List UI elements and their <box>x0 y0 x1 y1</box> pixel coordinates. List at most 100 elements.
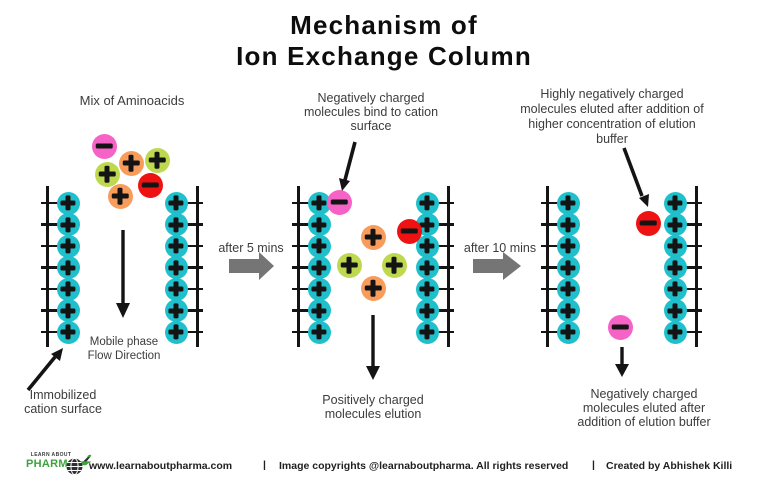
cation-bead <box>663 213 687 236</box>
page-title: Mechanism of Ion Exchange Column <box>0 10 768 72</box>
cation-bead <box>164 256 188 279</box>
resin-tick <box>675 223 702 226</box>
after-10-mins-arrow <box>473 252 521 280</box>
cation-bead <box>307 320 331 344</box>
resin-tick <box>41 201 68 205</box>
label-line: buffer <box>596 132 628 146</box>
label-after-5-mins: after 5 mins <box>218 241 284 255</box>
resin-tick <box>41 287 68 291</box>
label-mix-of-aminoacids: Mix of Aminoacids <box>79 93 185 108</box>
cation-bead <box>164 299 188 322</box>
cation-bead <box>415 234 439 258</box>
molecule-orange-plus <box>107 183 133 209</box>
resin-tick <box>541 330 568 334</box>
bind-label-arrowhead <box>339 178 350 191</box>
molecule-red-minus <box>635 210 661 236</box>
resin-tick <box>675 309 702 312</box>
cation-bead <box>556 213 580 236</box>
resin-tick <box>176 244 203 248</box>
cation-bead <box>164 277 188 301</box>
cation-bead <box>56 256 80 279</box>
resin-tick <box>176 201 203 205</box>
cation-bead <box>556 320 580 344</box>
molecule-pink-minus <box>607 314 633 340</box>
resin-tick <box>541 244 568 248</box>
molecule-green-plus <box>94 161 120 187</box>
resin-tick <box>292 287 319 291</box>
resin-tick <box>41 244 68 248</box>
cation-bead <box>663 191 687 215</box>
molecule-orange-plus <box>118 150 144 176</box>
eluted-label-arrowhead <box>639 194 649 207</box>
cation-bead <box>56 320 80 344</box>
resin-tick <box>541 201 568 205</box>
resin-tick <box>292 330 319 334</box>
label-line: Mobile phase <box>89 336 159 348</box>
resin-tick <box>427 201 454 205</box>
label-line: molecules eluted after <box>582 401 706 415</box>
footer-separator: | <box>263 459 266 471</box>
immobilized-cation-arrowhead <box>51 348 63 361</box>
bind-label-arrow <box>343 141 357 181</box>
footer-credit: Created by Abhishek Killi <box>606 460 733 472</box>
resin-tick <box>427 223 454 226</box>
label-line: Negatively charged <box>317 91 425 105</box>
resin-tick <box>427 330 454 334</box>
molecule-orange-plus <box>360 275 386 301</box>
footer-separator: | <box>592 459 595 471</box>
cation-bead <box>415 191 439 215</box>
label-line: molecules eluted after addition of <box>520 102 704 116</box>
molecule-pink-minus <box>326 189 352 215</box>
resin-tick <box>292 244 319 248</box>
resin-tick <box>176 287 203 291</box>
resin-tick <box>675 330 702 334</box>
resin-tick <box>41 223 68 226</box>
label-positive-elution: Positively charged molecules elution <box>322 393 423 421</box>
resin-tick <box>41 330 68 334</box>
molecule-green-plus <box>144 147 170 173</box>
resin-tick <box>176 266 203 269</box>
globe-icon <box>66 458 83 475</box>
footer-copyright: Image copyrights @learnaboutpharma. All … <box>279 460 569 472</box>
cation-bead <box>556 299 580 322</box>
resin-tick <box>176 309 203 312</box>
logo-text: LEARN ABOUT PHARMA <box>26 452 76 470</box>
cation-bead <box>56 234 80 258</box>
cation-bead <box>307 299 331 322</box>
label-line: higher concentration of elution <box>528 117 696 131</box>
cation-bead <box>56 277 80 301</box>
molecule-red-minus <box>396 218 422 244</box>
label-line: addition of elution buffer <box>577 415 711 429</box>
column-wall-right <box>195 186 199 347</box>
label-line: Negatively charged <box>590 387 698 401</box>
logo-top-text: LEARN ABOUT <box>30 452 72 458</box>
molecule-red-minus <box>137 172 163 198</box>
label-negative-eluted: Negatively charged molecules eluted afte… <box>577 387 710 429</box>
label-line: molecules elution <box>324 407 422 421</box>
label-after-10-mins: after 10 mins <box>463 241 537 255</box>
negative-elution-arrowhead <box>615 364 629 377</box>
resin-tick <box>176 223 203 226</box>
cation-bead <box>663 320 687 344</box>
column-wall-right <box>446 186 450 347</box>
eluted-label-arrow <box>622 147 644 197</box>
column-wall-left <box>545 186 549 347</box>
resin-tick <box>292 223 319 226</box>
cation-bead <box>556 256 580 279</box>
cation-bead <box>663 256 687 279</box>
cation-bead <box>307 277 331 301</box>
resin-tick <box>292 266 319 269</box>
resin-tick <box>675 266 702 269</box>
mortar-pestle-icon <box>78 454 92 466</box>
label-mobile-phase: Mobile phase Flow Direction <box>88 336 161 363</box>
label-line: cation surface <box>24 402 102 416</box>
cation-bead <box>663 277 687 301</box>
cation-bead <box>307 234 331 258</box>
positive-elution-arrowhead <box>366 366 380 380</box>
resin-tick <box>541 223 568 226</box>
cation-bead <box>556 191 580 215</box>
title-line-1: Mechanism of <box>290 10 478 40</box>
cation-bead <box>663 234 687 258</box>
resin-tick <box>675 287 702 291</box>
cation-bead <box>56 299 80 322</box>
